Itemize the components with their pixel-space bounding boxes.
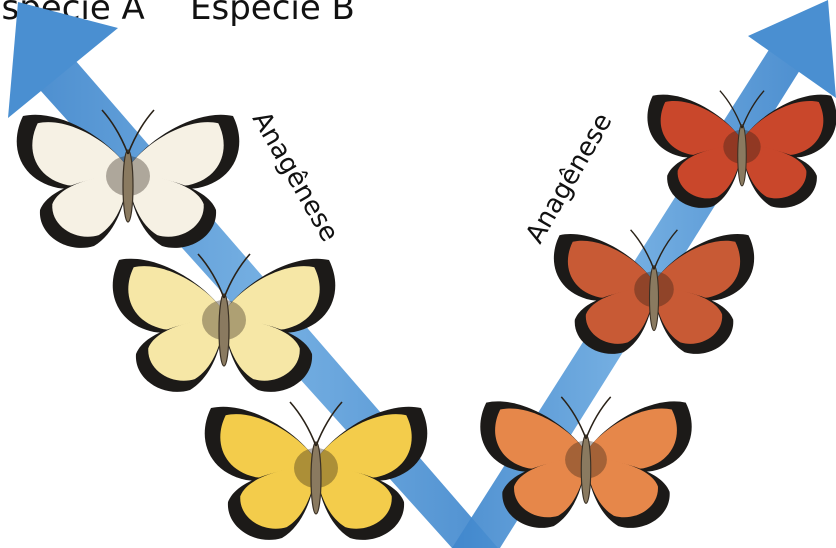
right-arrow-label: Anagênese (520, 108, 618, 248)
butterfly-left-lineage-bottom (205, 402, 428, 540)
left-arrow-label: Anagênese (246, 107, 344, 247)
butterfly-right-lineage-bottom (480, 397, 691, 528)
